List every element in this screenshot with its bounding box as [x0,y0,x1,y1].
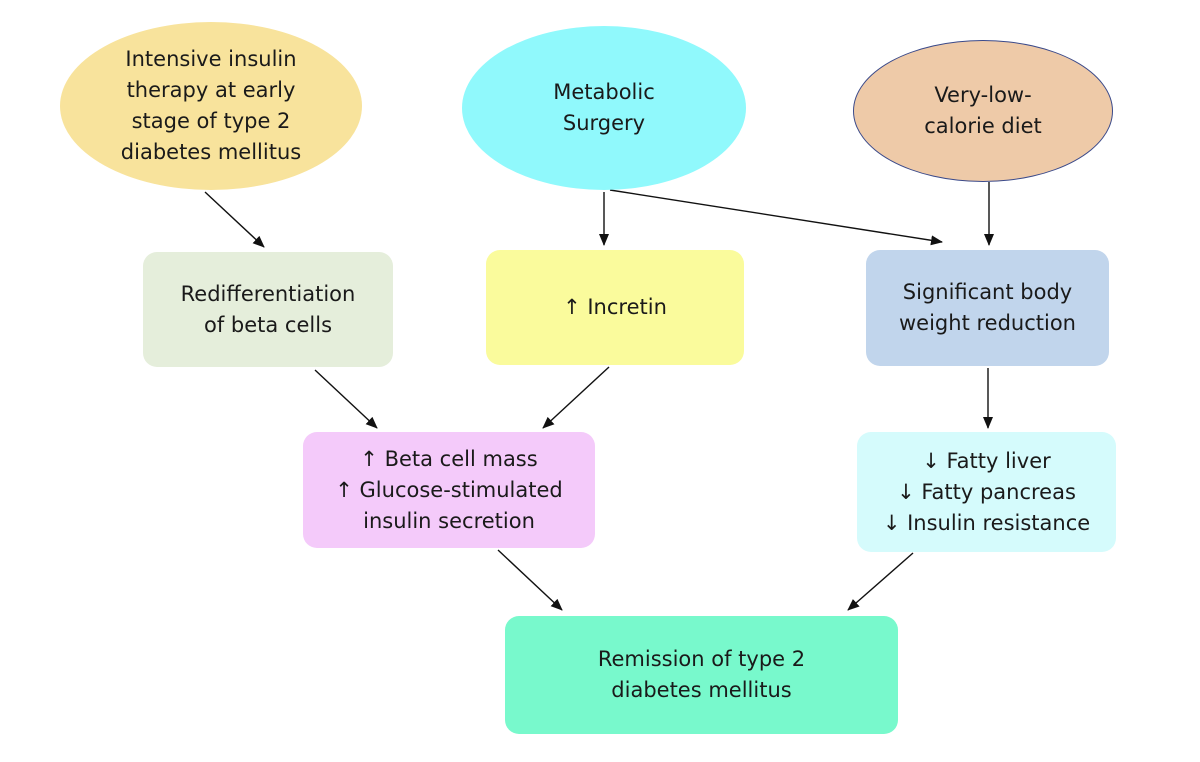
node-text-line: calorie diet [924,114,1042,138]
beta-cell-mass-node: ↑ Beta cell mass ↑ Glucose-stimulated in… [303,432,595,548]
intensive-insulin-therapy-node: Intensive insulin therapy at early stage… [60,22,362,190]
node-text-line: insulin secretion [363,508,535,533]
node-text-line: Very-low- [934,83,1032,107]
node-text-line: weight reduction [899,311,1076,335]
node-text-line: ↓ Fatty pancreas [897,479,1076,504]
very-low-calorie-diet-node: Very-low- calorie diet [853,40,1113,182]
node-text-line: ↓ Fatty liver [922,448,1051,473]
edge-liver-to-remission [847,552,914,611]
body-weight-reduction-node: Significant body weight reduction [866,250,1109,366]
node-text-line: ↑ Beta cell mass [360,446,538,471]
node-text-line: Redifferentiation [180,281,356,306]
redifferentiation-of-beta-cells-node: Redifferentiation of beta cells [143,252,393,367]
node-text-line: ↑ Glucose-stimulated [335,477,563,502]
edge-insulin-to-rediff [204,191,265,248]
node-text-line: diabetes mellitus [120,140,302,164]
node-text-line: diabetes mellitus [611,678,792,702]
metabolic-surgery-node: Metabolic Surgery [462,26,746,190]
node-text-line: Metabolic [553,80,655,104]
edge-beta-to-remission [497,549,563,611]
node-text-line: stage of type 2 [131,109,291,133]
node-text-line: Remission of type 2 [597,647,806,671]
node-text-line: Significant body [902,280,1073,304]
node-text-line: ↓ Insulin resistance [882,510,1091,535]
fatty-liver-pancreas-node: ↓ Fatty liver ↓ Fatty pancreas ↓ Insulin… [857,432,1116,552]
edge-incretin-to-beta [542,366,610,429]
node-text-line: Intensive insulin [125,47,297,71]
node-text-line: ↑ Incretin [563,295,667,319]
incretin-node: ↑ Incretin [486,250,744,365]
node-text-line: of beta cells [203,312,333,337]
edge-rediff-to-beta [314,369,378,429]
node-text-line: Surgery [562,111,646,135]
edge-surgery-to-weight [609,189,943,246]
node-text-line: therapy at early [126,78,296,102]
remission-of-type-2-diabetes-node: Remission of type 2 diabetes mellitus [505,616,898,734]
